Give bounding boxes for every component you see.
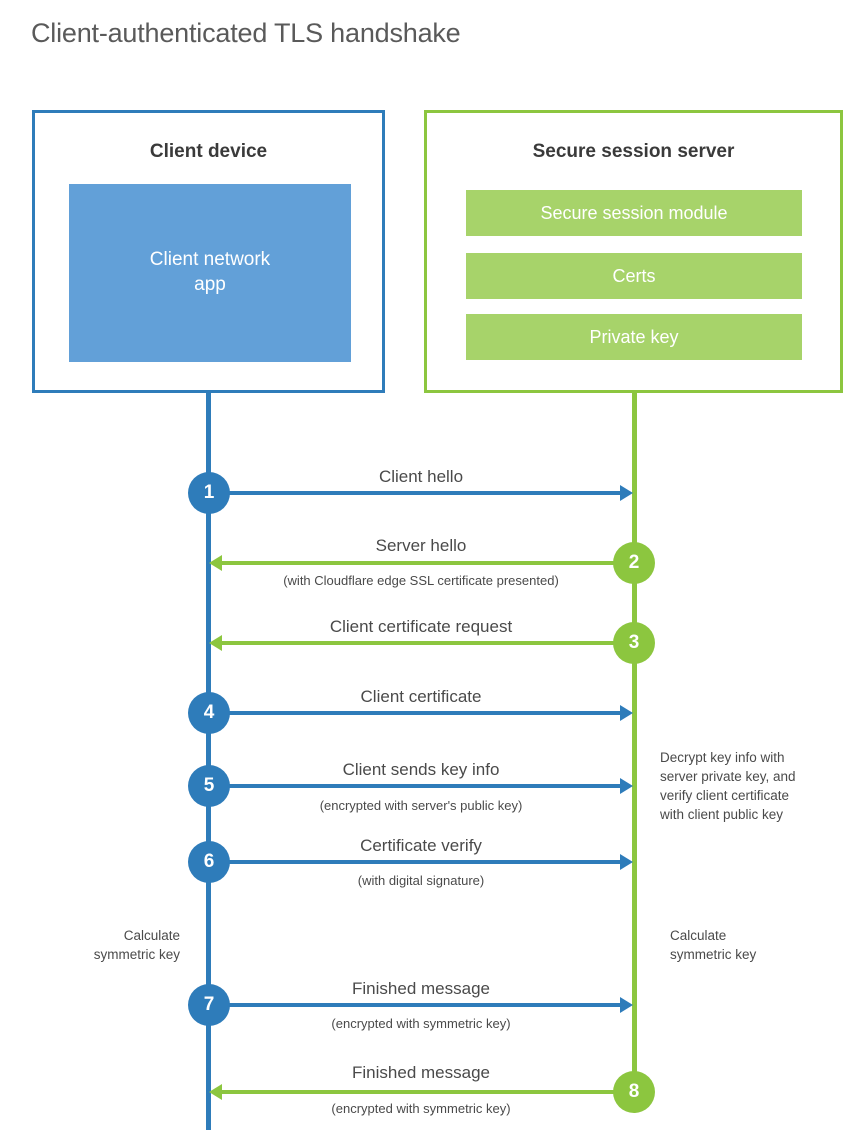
message-sublabel-2: (with Cloudflare edge SSL certificate pr… [283,573,559,588]
component-client-network-app: Client network app [69,184,351,362]
step-circle-4[interactable]: 4 [188,692,230,734]
message-arrow-line-1 [209,491,620,495]
lifeline-client [206,390,211,1130]
component-certs: Certs [466,253,802,299]
client-app-label-line1: Client network [149,249,271,271]
message-arrow-line-6 [209,860,620,864]
message-arrow-line-4 [209,711,620,715]
message-sublabel-5: (encrypted with server's public key) [319,798,523,813]
message-arrow-line-3 [222,641,633,645]
step-circle-3[interactable]: 3 [613,622,655,664]
message-arrow-head-2 [209,555,222,571]
message-arrow-head-6 [620,854,633,870]
page-title: Client-authenticated TLS handshake [31,18,461,48]
annotation-server-calc-l1: Calculate [670,928,727,943]
message-label-2: Server hello [375,536,467,555]
annotation-server-decrypt-l4: with client public key [660,807,784,823]
message-arrow-line-7 [209,1003,620,1007]
message-arrow-head-3 [209,635,222,651]
message-label-6: Certificate verify [360,836,482,855]
actor-title-client-device: Client device [149,141,268,162]
step-circle-5[interactable]: 5 [188,765,230,807]
client-app-label-line2: app [194,274,226,295]
annotation-client-calculate-symmetric-key: Calculate symmetric key [20,926,180,964]
step-circle-8[interactable]: 8 [613,1071,655,1113]
message-arrow-head-4 [620,705,633,721]
annotation-server-decrypt: Decrypt key info with server private key… [660,748,840,825]
actor-box-client-device: Client device Client network app [32,110,385,393]
lifeline-server [632,390,637,1094]
step-circle-2[interactable]: 2 [613,542,655,584]
message-sublabel-7: (encrypted with symmetric key) [331,1016,511,1031]
actor-box-secure-session-server: Secure session server Secure session mod… [424,110,843,393]
annotation-server-decrypt-l2: server private key, and [660,769,796,785]
actor-title-secure-session-server: Secure session server [532,141,735,162]
message-sublabel-6: (with digital signature) [357,873,485,888]
annotation-client-calc-l2: symmetric key [93,947,180,963]
message-label-4: Client certificate [360,687,482,706]
step-circle-7[interactable]: 7 [188,984,230,1026]
message-arrow-head-8 [209,1084,222,1100]
message-arrow-line-8 [222,1090,633,1094]
message-arrow-head-1 [620,485,633,501]
step-circle-6[interactable]: 6 [188,841,230,883]
message-label-3: Client certificate request [329,617,513,636]
step-circle-1[interactable]: 1 [188,472,230,514]
annotation-client-calc-l1: Calculate [123,928,180,943]
component-secure-session-module: Secure session module [466,190,802,236]
annotation-server-decrypt-l1: Decrypt key info with [660,750,785,765]
annotation-server-calculate-symmetric-key: Calculate symmetric key [670,926,840,964]
message-label-5: Client sends key info [342,760,500,779]
message-arrow-line-2 [222,561,633,565]
message-arrow-head-5 [620,778,633,794]
message-label-1: Client hello [378,467,464,486]
message-sublabel-8: (encrypted with symmetric key) [331,1101,511,1116]
annotation-server-calc-l2: symmetric key [670,947,757,963]
annotation-server-decrypt-l3: verify client certificate [660,788,790,804]
component-private-key: Private key [466,314,802,360]
message-label-7: Finished message [352,979,490,998]
message-arrow-head-7 [620,997,633,1013]
message-label-8: Finished message [352,1063,490,1082]
message-arrow-line-5 [209,784,620,788]
